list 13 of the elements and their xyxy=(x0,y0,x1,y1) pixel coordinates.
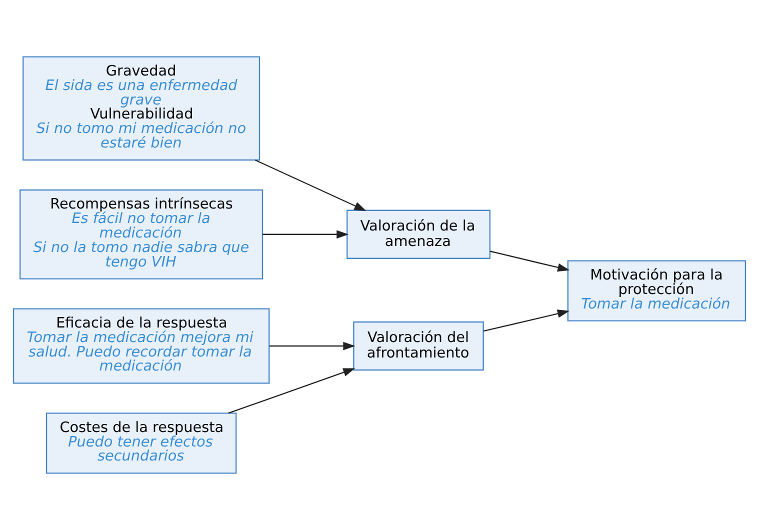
node-box: Recompensas intrínsecas Es fácil no tomar la medicación Si no la tomo nadie sabra que tengo VIH xyxy=(20,189,264,280)
arrow xyxy=(254,159,366,212)
arrow xyxy=(490,250,570,272)
arrow xyxy=(483,310,570,332)
node-box: Gravedad El sida es una enfermedad grave Vulnerabilidad Si no tomo mi medicación no estaré bien xyxy=(22,56,260,161)
node-box: Valoración de la amenaza xyxy=(346,210,490,259)
node-box: Valoración del afrontamiento xyxy=(353,321,484,371)
node-box: Eficacia de la respuesta Tomar la medicación mejora mi salud. Puedo recordar tomar la medicación xyxy=(12,308,270,384)
node-box: Motivación para la protección Tomar la medicación xyxy=(567,260,746,322)
arrow xyxy=(228,368,356,414)
node-box: Costes de la respuesta Puedo tener efectos secundarios xyxy=(46,412,237,474)
arrow xyxy=(269,342,356,350)
arrow xyxy=(262,230,349,239)
